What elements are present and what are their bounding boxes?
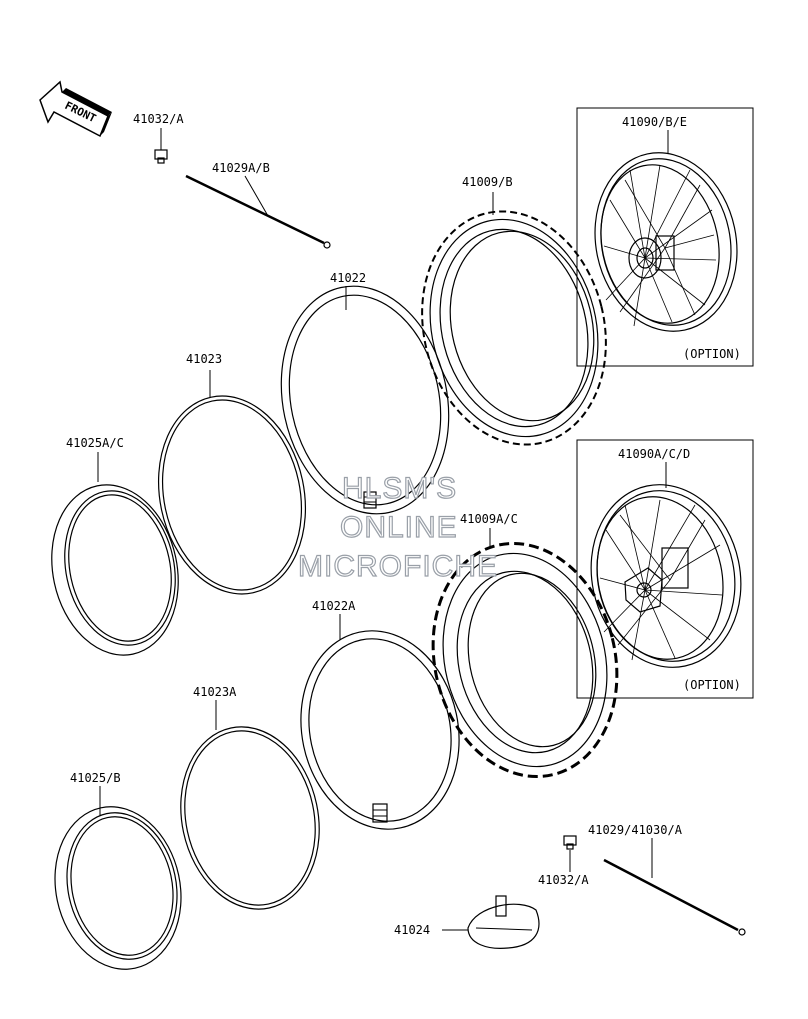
- spoke-top: [185, 173, 331, 249]
- label-41024: 41024: [394, 923, 430, 937]
- label-41025b: 41025/B: [70, 771, 121, 785]
- rim-band-41023: [157, 395, 307, 595]
- label-41090acd: 41090A/C/D: [618, 447, 690, 461]
- option-label-bottom: (OPTION): [683, 678, 741, 692]
- rim-band-41023a: [180, 726, 320, 910]
- spoke-bottom: [603, 857, 746, 936]
- label-41023: 41023: [186, 352, 222, 366]
- label-41023a: 41023A: [193, 685, 237, 699]
- option-box-bottom: [576, 439, 754, 699]
- label-41029-41030a: 41029/41030/A: [588, 823, 683, 837]
- valve-cap-bottom: [563, 835, 577, 850]
- rim-41025b: [54, 806, 182, 970]
- valve-cap-top: [154, 149, 168, 164]
- inner-tube-41022a: [300, 630, 460, 830]
- rim-41025ac: [51, 484, 179, 656]
- label-41090be: 41090/B/E: [622, 115, 687, 129]
- label-41032a-top: 41032/A: [133, 112, 184, 126]
- front-arrow-icon: FRONT: [39, 80, 112, 138]
- label-41029ab: 41029A/B: [212, 161, 270, 175]
- tire-front-41009b: [421, 210, 607, 446]
- option-label-top: (OPTION): [683, 347, 741, 361]
- watermark-line1: HLSM'S: [342, 472, 457, 505]
- watermark-line2: ONLINE: [340, 511, 458, 544]
- label-41025ac: 41025A/C: [66, 436, 124, 450]
- label-41022a: 41022A: [312, 599, 356, 613]
- watermark: HLSM'S ONLINE MICROFICHE: [297, 471, 498, 583]
- wheel-front-41090be: [594, 152, 738, 332]
- inner-tube-41022: [280, 285, 450, 515]
- watermark-line3: MICROFICHE: [298, 550, 498, 583]
- label-41022: 41022: [330, 271, 366, 285]
- label-41009ac: 41009A/C: [460, 512, 518, 526]
- label-41032a-bottom: 41032/A: [538, 873, 589, 887]
- wheel-rear-41090acd: [590, 484, 742, 668]
- tire-rear-41009ac: [431, 541, 619, 779]
- rim-lock-41024: [467, 895, 540, 949]
- option-box-top: [576, 107, 754, 367]
- label-41009b: 41009/B: [462, 175, 513, 189]
